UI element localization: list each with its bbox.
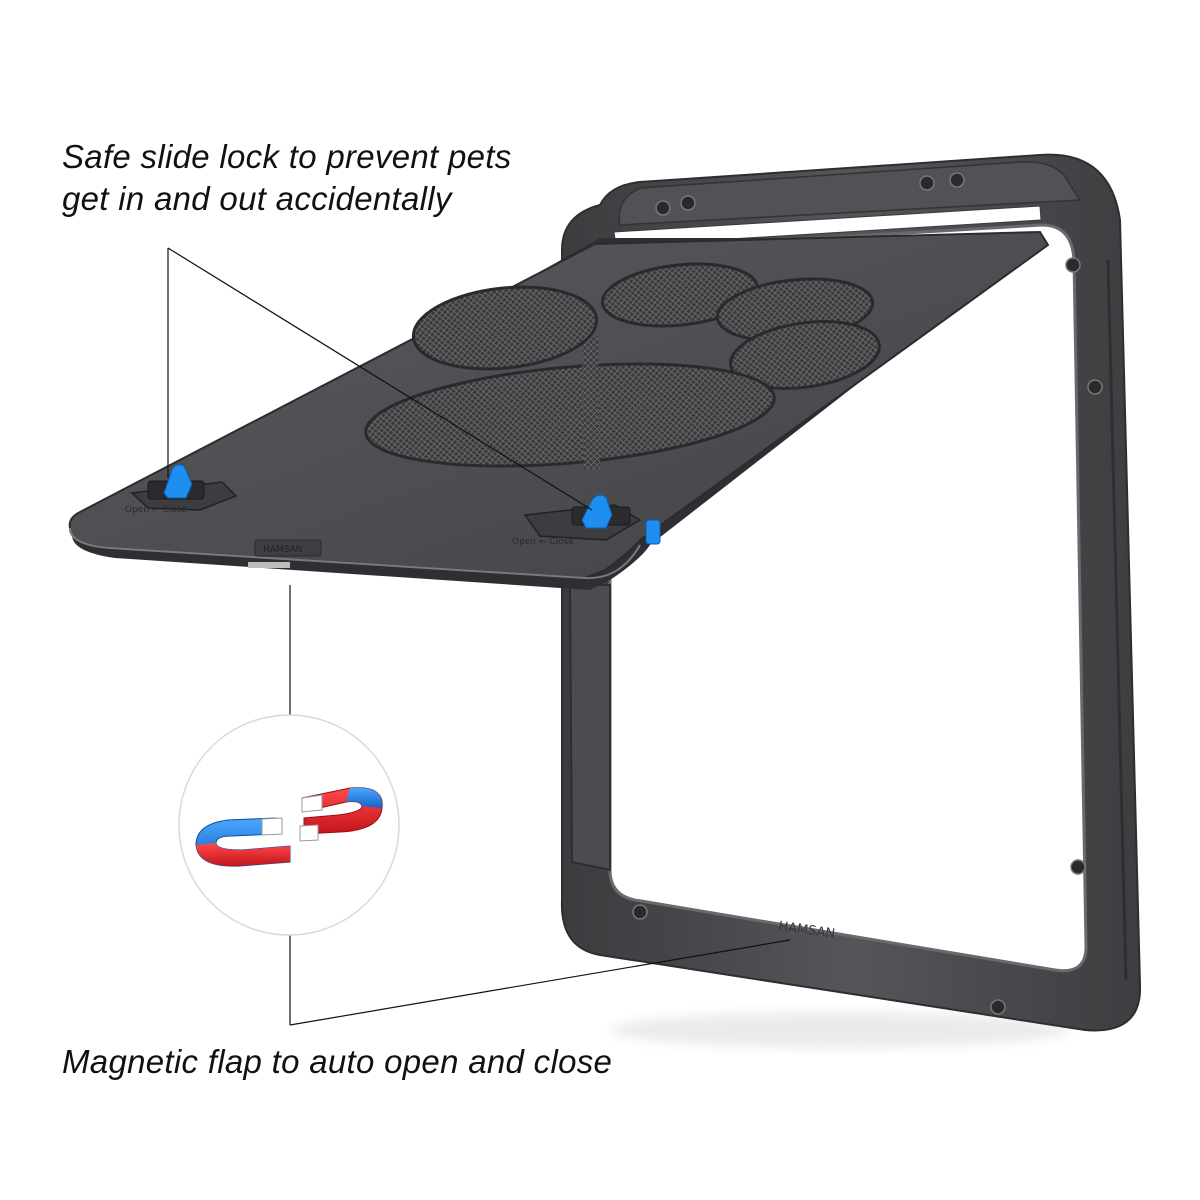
frame-left-post [568, 584, 611, 872]
svg-text:HAMSAN: HAMSAN [263, 545, 302, 555]
screw-icon [632, 172, 1103, 1015]
slide-lock-right: Open ← Close [512, 494, 661, 547]
lock-annotation: Safe slide lock to prevent pets get in a… [62, 136, 512, 220]
svg-text:Open ← Close: Open ← Close [512, 537, 574, 547]
svg-text:Open ← Close: Open ← Close [125, 505, 187, 515]
slide-lock-left: Open ← Close [125, 464, 238, 515]
callout-lines [167, 247, 791, 1026]
magnet-callout [178, 714, 400, 936]
slide-lock-icon [163, 464, 193, 499]
slide-lock-icon [581, 494, 613, 529]
brand-plate [254, 539, 322, 557]
horseshoe-magnet-icon [195, 787, 383, 867]
magnet-annotation-text: Magnetic flap to auto open and close [62, 1043, 613, 1080]
magnet-strip [248, 562, 290, 568]
lock-annotation-line1: Safe slide lock to prevent pets [62, 138, 512, 175]
lock-annotation-line2: get in and out accidentally [62, 180, 452, 217]
magnet-annotation: Magnetic flap to auto open and close [62, 1041, 612, 1083]
door-flap: Open ← Close Open ← Close HAMSAN [68, 230, 1050, 590]
paw-print-mesh-icon [364, 262, 881, 468]
